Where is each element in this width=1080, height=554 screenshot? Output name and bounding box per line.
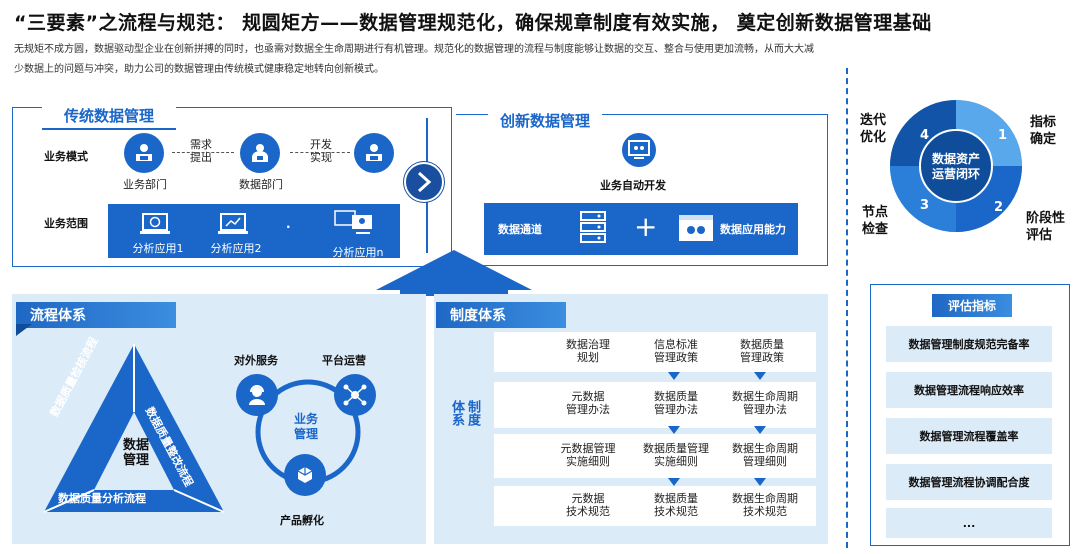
server-icon [580, 211, 606, 247]
rule-cell: 数据生命周期 管理办法 [732, 390, 798, 416]
analysis-app-n-label: 分析应用n [332, 246, 384, 259]
system-row-bg-4 [494, 486, 816, 526]
platform-ops-label: 平台运营 [322, 354, 366, 367]
business-mode-label: 业务模式 [44, 150, 88, 163]
arrow-2 [290, 152, 350, 153]
data-dept-icon [240, 133, 280, 173]
cycle-center-label: 数据资产 运营闭环 [931, 152, 980, 181]
system-vertical-a: 制度 体系 [449, 400, 480, 426]
operation-cycle [890, 100, 1022, 232]
innovation-panel [456, 114, 828, 266]
rule-cell: 信息标准 管理政策 [654, 338, 698, 364]
system-tag: 制度体系 [436, 302, 566, 328]
section-divider [846, 68, 848, 548]
process-triangle [43, 344, 225, 513]
metric-item: 数据管理流程协调配合度 [886, 464, 1052, 500]
auto-dev-icon [622, 133, 656, 167]
business-mgmt-label: 业务 管理 [293, 412, 318, 441]
innovation-tag: 创新数据管理 [488, 108, 603, 133]
external-service-label: 对外服务 [234, 354, 278, 367]
cycle-label-1: 指标 确定 [1030, 115, 1057, 147]
process-tag: 流程体系 [16, 302, 176, 328]
data-dept-label: 数据部门 [239, 178, 283, 191]
rule-cell: 元数据管理 实施细则 [560, 442, 616, 468]
rule-cell: 数据质量 管理政策 [740, 338, 784, 364]
chevron-right-icon [404, 162, 444, 202]
system-row-bg-2 [494, 382, 816, 428]
metrics-tag: 评估指标 [932, 294, 1013, 317]
down-arrows [668, 372, 766, 486]
cycle-label-3: 节点 检查 [862, 205, 889, 237]
triangle-bottom-label: 数据质量分析流程 [58, 492, 146, 505]
cycle-number-2: 2 [994, 200, 1004, 215]
support-agent-icon [236, 374, 278, 416]
step-request: 需求 提出 [190, 138, 212, 164]
business-scope-label: 业务范围 [44, 217, 88, 230]
cycle-label-4: 迭代 优化 [860, 113, 887, 145]
metric-item: ... [886, 508, 1052, 538]
analysis-app-2-icon [218, 213, 248, 239]
page-title: “三要素”之流程与规范： 规圆矩方——数据管理规范化，确保规章制度有效实施， 奠… [14, 12, 932, 34]
rule-cell: 数据质量 管理办法 [654, 390, 698, 416]
analysis-app-1-icon [140, 213, 170, 239]
cycle-number-4: 4 [920, 128, 930, 143]
system-row-bg-1 [494, 332, 816, 372]
metric-item: 数据管理制度规范完备率 [886, 326, 1052, 362]
data-app-capability-label: 数据应用能力 [720, 223, 786, 236]
rule-cell: 数据质量管理 实施细则 [643, 442, 709, 468]
plus-sign: + [634, 210, 658, 243]
cycle-number-1: 1 [998, 128, 1008, 143]
metrics-panel [870, 284, 1070, 546]
delivery-icon [354, 133, 394, 173]
auto-dev-label: 业务自动开发 [600, 179, 666, 192]
cube-cycle-icon [284, 454, 326, 496]
rule-cell: 数据治理 规划 [566, 338, 610, 364]
step-develop: 开发 实现 [310, 138, 332, 164]
analysis-app-1-label: 分析应用1 [132, 242, 184, 255]
apps-ellipsis: · [286, 220, 291, 234]
product-incubation-label: 产品孵化 [280, 514, 324, 527]
triangle-center-label: 数据 管理 [122, 438, 149, 468]
app-window-icon [678, 214, 714, 246]
process-tag-tail [16, 324, 32, 336]
analysis-app-2-label: 分析应用2 [210, 242, 262, 255]
rule-cell: 数据质量 技术规范 [654, 492, 698, 518]
business-dept-icon [124, 133, 164, 173]
innovation-bar [484, 203, 798, 255]
rule-cell: 数据生命周期 技术规范 [732, 492, 798, 518]
data-channel-label: 数据通道 [498, 223, 542, 236]
page-description: 无规矩不成方圆，数据驱动型企业在创新拼搏的同时，也亟需对数据全生命周期进行有机管… [14, 44, 814, 75]
system-row-bg-3 [494, 434, 816, 478]
traditional-tag: 传统数据管理 [42, 103, 177, 130]
metric-item: 数据管理流程覆盖率 [886, 418, 1052, 454]
metric-item: 数据管理流程响应效率 [886, 372, 1052, 408]
arrow-1 [172, 152, 234, 153]
up-arrow-stem [400, 288, 508, 296]
rule-cell: 元数据 技术规范 [566, 492, 610, 518]
analysis-app-n-icon [334, 210, 374, 240]
business-dept-label: 业务部门 [123, 178, 167, 191]
rule-cell: 数据生命周期 管理细则 [732, 442, 798, 468]
network-icon [334, 374, 376, 416]
cycle-number-3: 3 [920, 198, 930, 213]
rule-cell: 元数据 管理办法 [566, 390, 610, 416]
cycle-label-2: 阶段性 评估 [1026, 211, 1066, 243]
up-arrow [376, 250, 532, 290]
